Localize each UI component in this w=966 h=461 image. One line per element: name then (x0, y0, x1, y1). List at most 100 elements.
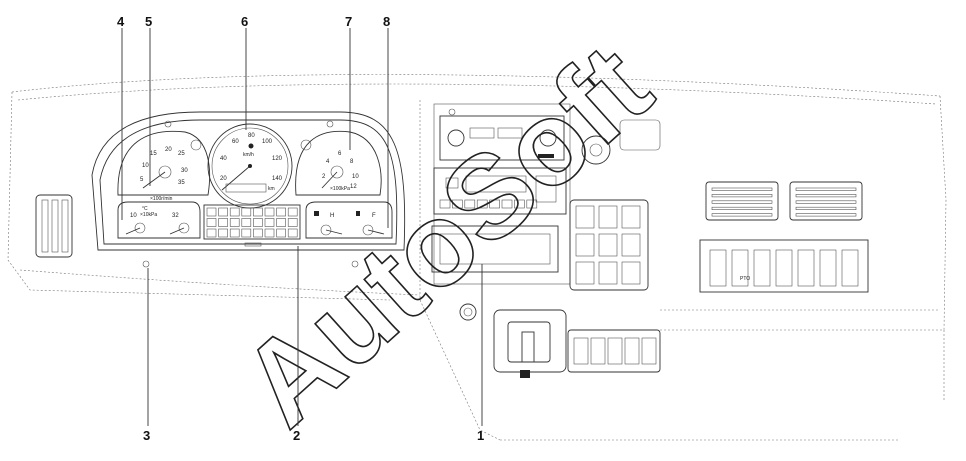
pto-label: PTO (740, 276, 750, 282)
warning-light-icon (241, 218, 252, 227)
vent-slat (795, 194, 857, 198)
mid-switch-grid (575, 205, 641, 285)
warning-light-icon (206, 228, 217, 238)
vent-slat (711, 200, 773, 204)
vent-slat (795, 206, 857, 210)
svg-text:25: 25 (178, 151, 185, 157)
warning-light-icon (241, 228, 252, 238)
tachometer-gauge: 5 10 15 20 25 30 35 ×100r/min (117, 130, 210, 202)
console-button (526, 199, 538, 209)
center-console (431, 103, 571, 321)
callout-1: 1 (477, 428, 484, 443)
ignition-area (581, 119, 661, 165)
svg-text:32: 32 (172, 213, 179, 219)
console-button (476, 199, 488, 209)
warning-light-icon (287, 218, 298, 227)
svg-text:120: 120 (272, 156, 283, 162)
left-air-vent (35, 194, 73, 258)
warning-indicator-grid (206, 207, 298, 238)
console-button (514, 199, 525, 209)
warning-light-icon (241, 207, 252, 217)
svg-text:10: 10 (352, 174, 359, 180)
rocker-switch (575, 233, 595, 257)
console-button-row (439, 199, 538, 209)
warning-light-icon (229, 207, 240, 217)
rocker-switch (841, 249, 859, 287)
warning-light-icon (276, 218, 286, 227)
svg-text:20: 20 (220, 176, 227, 182)
vent-slat (795, 200, 857, 204)
svg-text:2: 2 (322, 174, 326, 180)
warning-light-icon (229, 228, 240, 238)
vent-slat (711, 213, 773, 217)
callout-labels: 1 2 3 4 5 6 7 8 (117, 14, 484, 443)
warning-light-icon (264, 207, 275, 217)
svg-text:°C: °C (142, 206, 148, 212)
rocker-switch (621, 233, 641, 257)
warning-light-panel (203, 204, 301, 240)
svg-text:6: 6 (338, 151, 342, 157)
air-pressure-gauge: 2 4 6 8 10 12 ×100kPa (295, 130, 382, 196)
svg-text:80: 80 (248, 133, 255, 139)
warning-light-icon (229, 218, 240, 227)
speedometer-gauge: 20 40 60 80 100 120 140 km/h km (207, 123, 293, 209)
rocker-switch (575, 205, 595, 229)
rocker-switch (797, 249, 815, 287)
svg-text:8: 8 (350, 159, 354, 165)
lower-console (493, 309, 661, 378)
svg-text:35: 35 (178, 180, 185, 186)
callout-3: 3 (143, 428, 150, 443)
console-button (501, 199, 513, 209)
rocker-switch (621, 261, 641, 285)
rocker-switch (598, 205, 618, 229)
svg-text:F: F (372, 213, 376, 219)
callout-8: 8 (383, 14, 390, 29)
warning-light-icon (206, 218, 217, 227)
temperature-gauge: 10 32 °C ×10kPa (117, 201, 201, 239)
svg-text:60: 60 (232, 139, 239, 145)
right-switch-panel: PTO (699, 239, 869, 293)
rocker-switch (598, 261, 618, 285)
callout-6: 6 (241, 14, 248, 29)
rocker-switch (607, 337, 623, 365)
rocker-switch (598, 233, 618, 257)
warning-light-icon (264, 228, 275, 238)
callout-2: 2 (293, 428, 300, 443)
dashboard-outline (7, 74, 947, 441)
svg-text:10: 10 (142, 163, 149, 169)
warning-light-icon (276, 207, 286, 217)
rocker-switch (641, 337, 657, 365)
vent-slat (795, 213, 857, 217)
lower-switch-row (573, 337, 657, 365)
rocker-switch (575, 261, 595, 285)
svg-text:km/h: km/h (243, 152, 254, 158)
svg-text:4: 4 (326, 159, 330, 165)
svg-text:30: 30 (181, 168, 188, 174)
warning-light-icon (253, 218, 263, 227)
svg-text:×100kPa: ×100kPa (330, 186, 350, 192)
console-button (439, 199, 451, 209)
warning-light-icon (218, 207, 228, 217)
svg-text:140: 140 (272, 176, 283, 182)
vent-slat (711, 194, 773, 198)
right-switch-row (709, 249, 859, 287)
svg-text:15: 15 (150, 151, 157, 157)
console-button (464, 199, 476, 209)
warning-light-icon (253, 207, 263, 217)
rocker-switch (819, 249, 837, 287)
rocker-switch (624, 337, 640, 365)
fuel-gauge: H F (305, 201, 393, 239)
rocker-switch (621, 205, 641, 229)
svg-text:H: H (330, 213, 334, 219)
svg-text:100: 100 (262, 139, 273, 145)
rocker-switch (590, 337, 606, 365)
rocker-switch (573, 337, 589, 365)
callout-4: 4 (117, 14, 125, 29)
callout-5: 5 (145, 14, 152, 29)
svg-text:×100r/min: ×100r/min (150, 196, 173, 202)
svg-text:40: 40 (220, 156, 227, 162)
instrument-cluster: 5 10 15 20 25 30 35 ×100r/min 20 40 60 8… (91, 111, 406, 268)
svg-text:×10kPa: ×10kPa (140, 212, 157, 218)
middle-switch-panel (569, 199, 649, 291)
